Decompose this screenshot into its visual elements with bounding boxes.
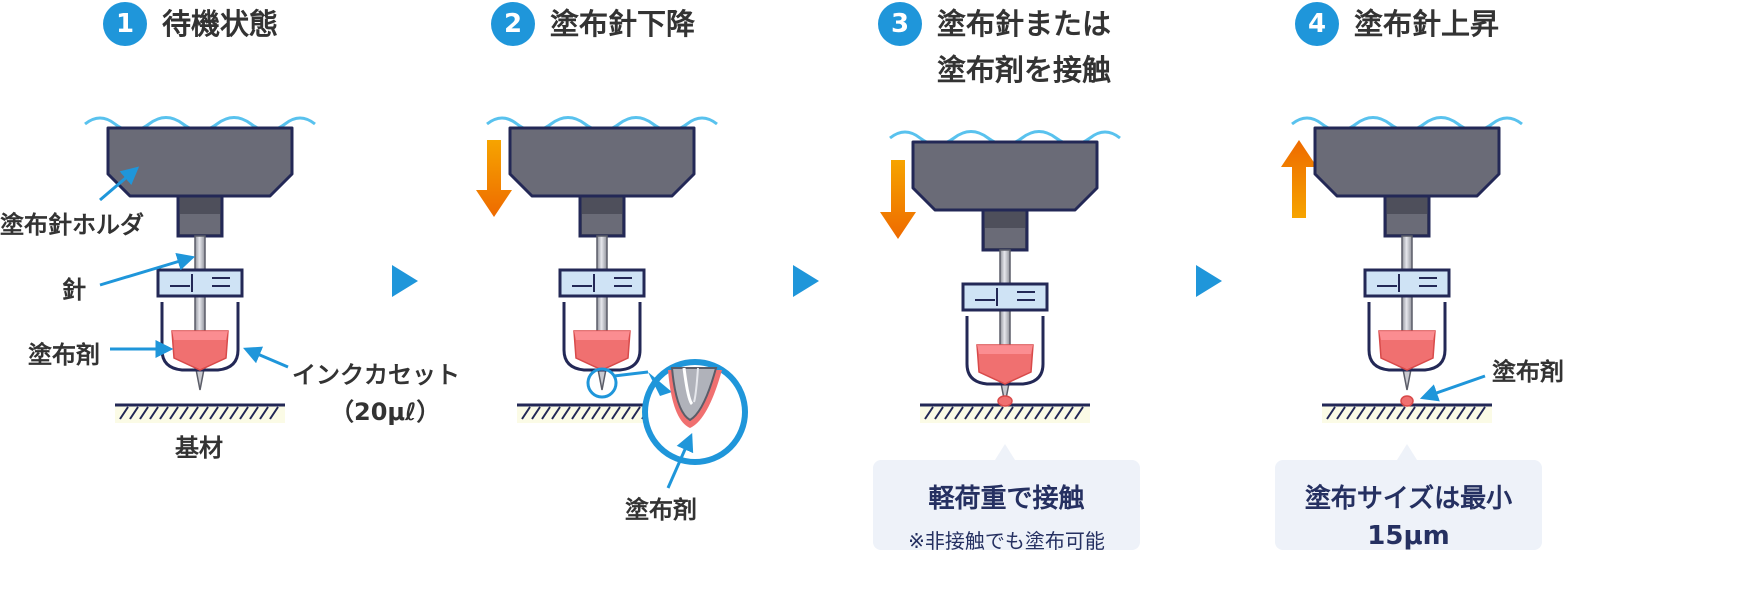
up-arrow-4 — [1281, 140, 1317, 218]
step2-number: 2 — [491, 2, 535, 46]
step3-callout-main: 軽荷重で接触 — [928, 484, 1085, 514]
step4-title-line: 塗布針上昇 — [1354, 7, 1500, 41]
step4-callout-sub: 15μm — [1367, 521, 1450, 551]
step4-title: 塗布針上昇 — [1354, 2, 1499, 46]
ink-volume-label: （20μℓ） — [330, 398, 441, 426]
substrate-label: 基材 — [175, 434, 223, 462]
zoom-detail — [642, 359, 748, 465]
step4-substrate — [1320, 403, 1494, 425]
step2-unit — [485, 116, 719, 392]
zoom-agent-pointer — [666, 433, 694, 489]
down-arrow-3 — [880, 160, 916, 239]
step3-title-line-1: 塗布針または — [937, 7, 1112, 41]
step1-title-line: 待機状態 — [162, 7, 279, 41]
needle-pointer — [99, 253, 196, 287]
step3-title: 塗布針または 塗布剤を接触 — [937, 2, 1111, 92]
cassette-pointer — [243, 346, 289, 369]
down-arrow-2 — [476, 140, 512, 217]
step4-number: 4 — [1295, 2, 1339, 46]
step3-callout: 軽荷重で接触 ※非接触でも塗布可能 — [873, 460, 1140, 553]
step4-agent-label: 塗布剤 — [1492, 358, 1564, 386]
step4-droplet — [1400, 395, 1414, 407]
step3-droplet — [997, 395, 1013, 407]
step3-title-line-2: 塗布剤を接触 — [937, 53, 1112, 87]
agent-label: 塗布剤 — [28, 341, 100, 369]
ink-cassette-label: インクカセット — [292, 361, 460, 389]
holder-pointer — [99, 166, 140, 202]
needle-label: 針 — [62, 276, 86, 304]
flow-arrow-1 — [392, 265, 418, 297]
step4-callout-main: 塗布サイズは最小 — [1304, 484, 1513, 514]
step4-callout: 塗布サイズは最小 15μm — [1275, 460, 1542, 551]
step2-agent-label: 塗布剤 — [625, 496, 697, 524]
step2-title-line: 塗布針下降 — [550, 7, 696, 41]
zoom-origin-circle — [586, 367, 618, 399]
step3-callout-sub: ※非接触でも塗布可能 — [908, 529, 1105, 553]
step2-title: 塗布針下降 — [550, 2, 695, 46]
step4-unit — [1290, 116, 1524, 392]
flow-arrow-2 — [793, 265, 819, 297]
step4-agent-pointer — [1419, 374, 1486, 402]
step3-unit — [888, 130, 1122, 406]
step3-number: 3 — [878, 2, 922, 46]
step1-substrate — [113, 403, 287, 425]
step1-number: 1 — [103, 2, 147, 46]
holder-label: 塗布針ホルダ — [0, 211, 144, 239]
step3-substrate — [918, 403, 1092, 425]
flow-arrow-3 — [1196, 265, 1222, 297]
step1-title: 待機状態 — [162, 2, 278, 46]
